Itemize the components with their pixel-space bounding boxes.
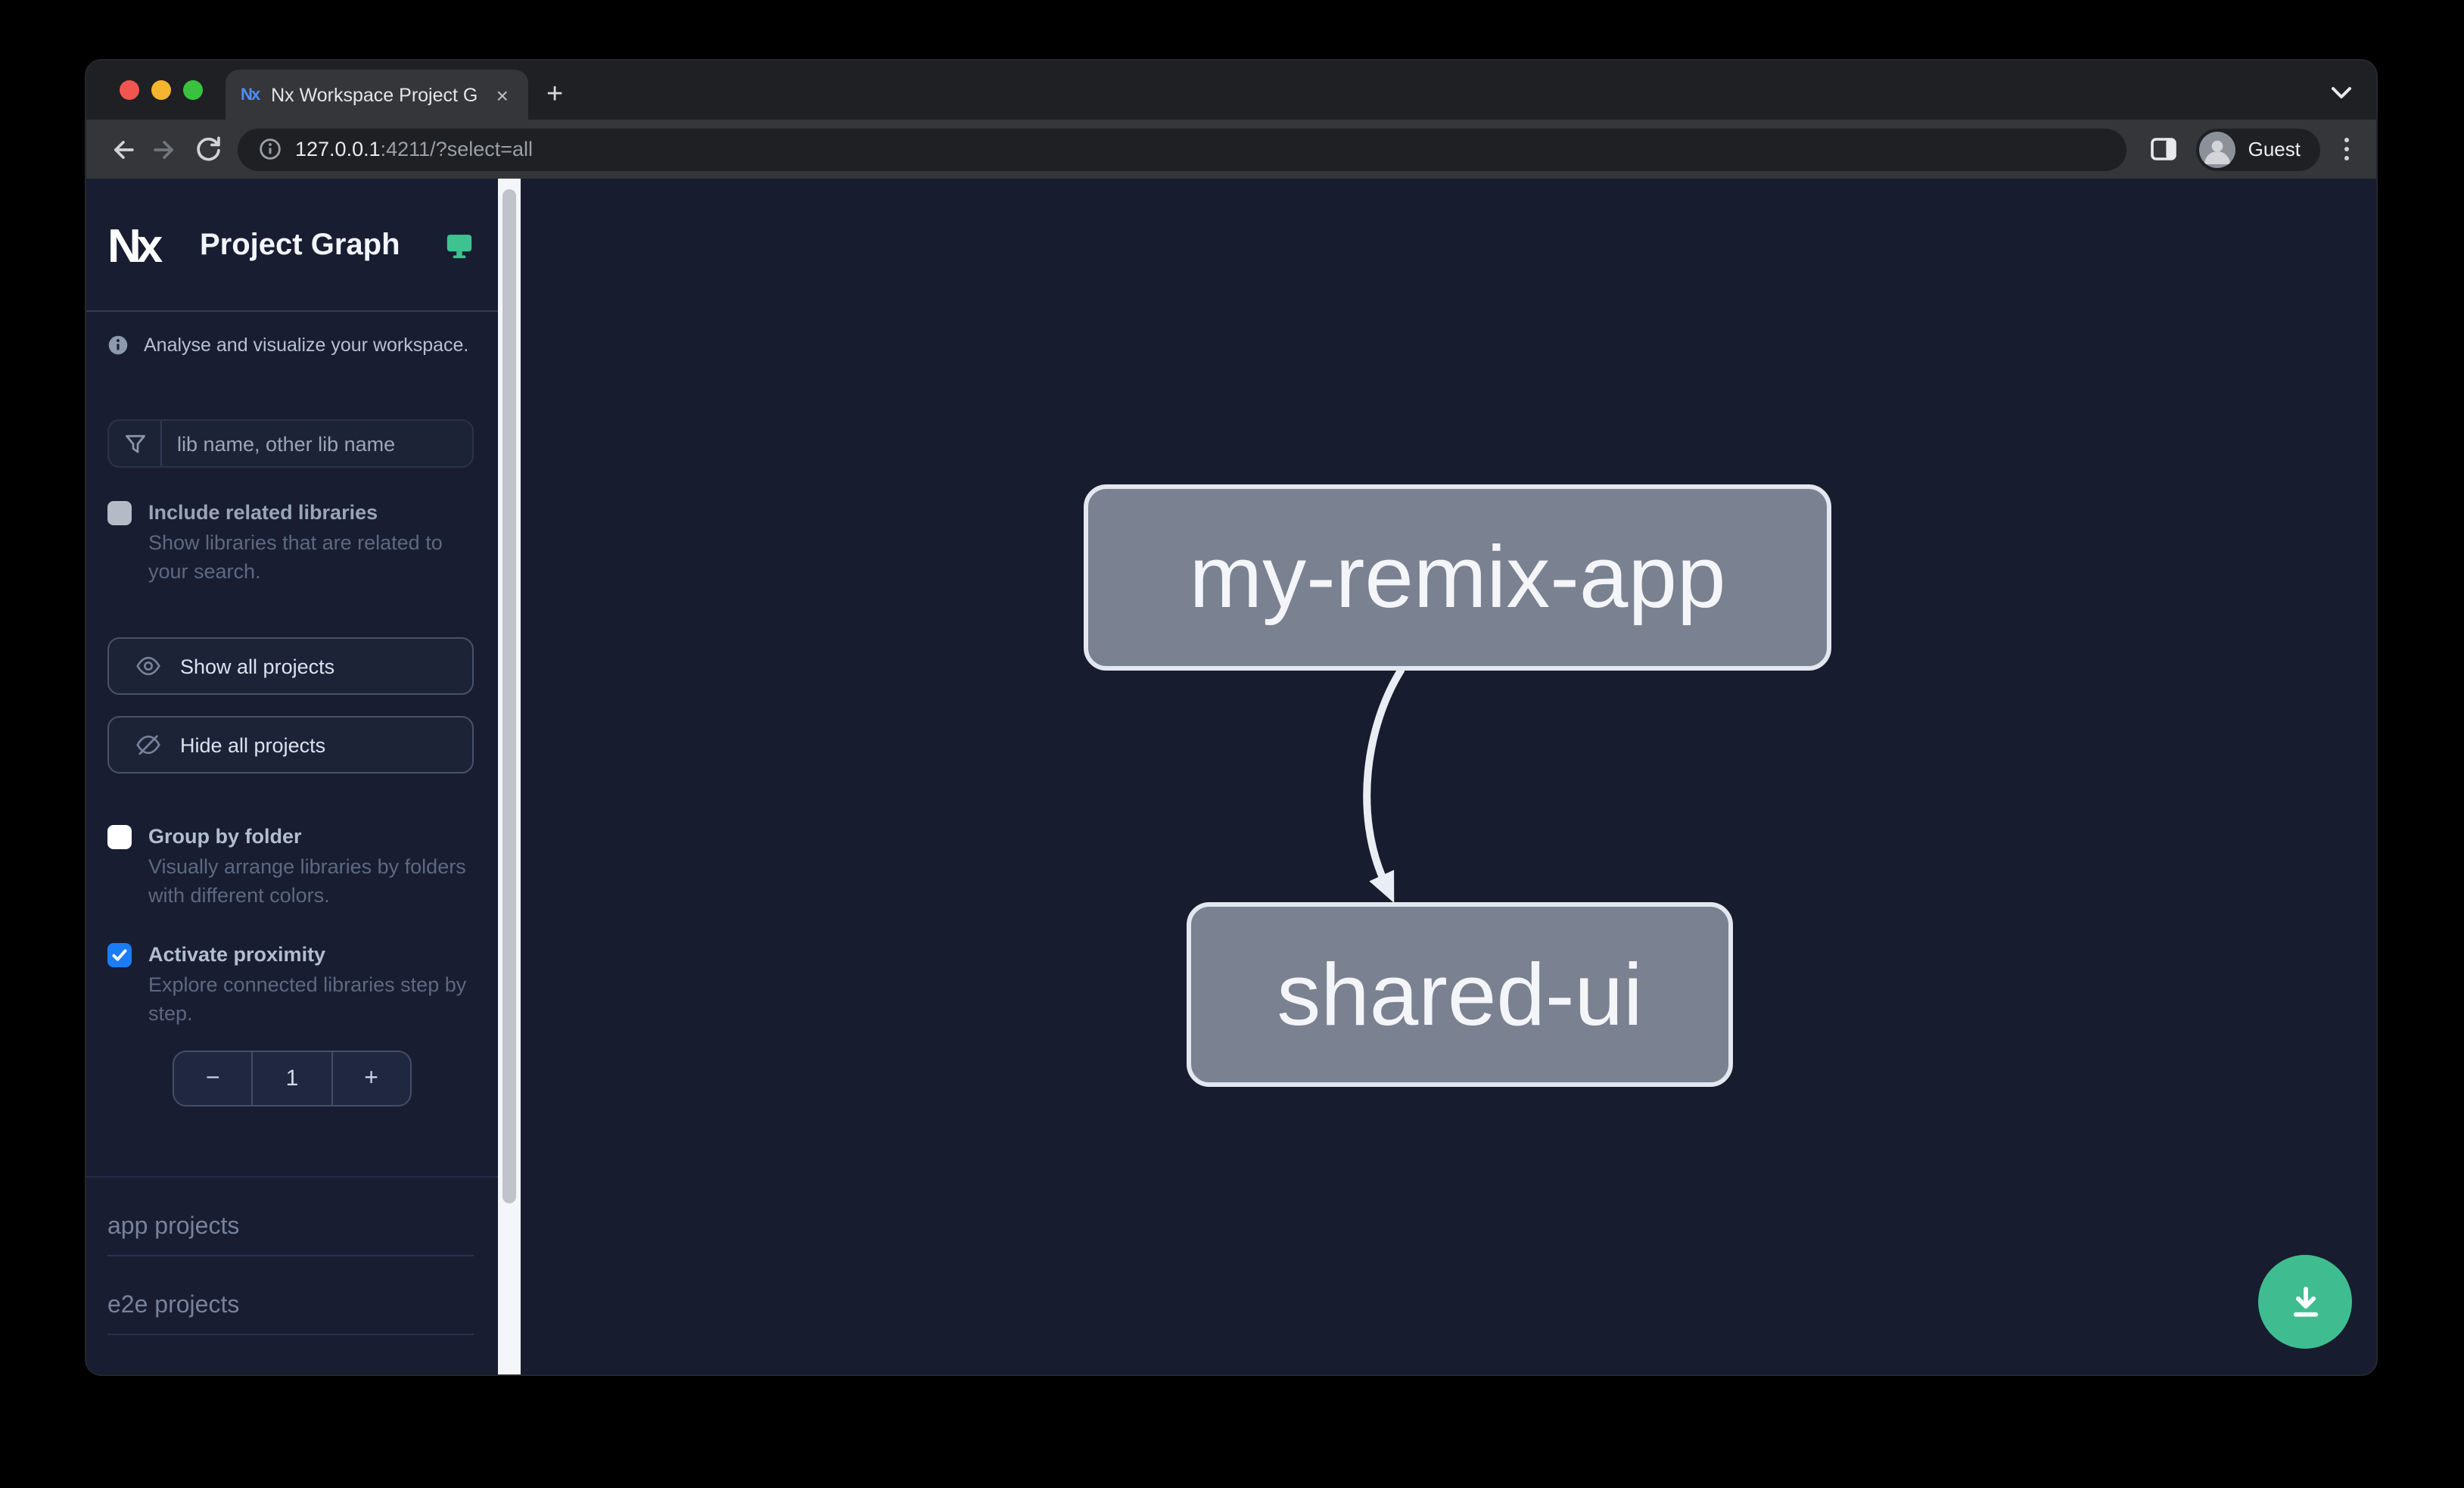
filter-funnel-icon [109,421,162,466]
page-content: Nx Project Graph Analyse and visualize y… [86,179,2376,1374]
sidebar-scrollbar-thumb[interactable] [502,189,516,1203]
eye-off-icon [136,735,160,755]
activate-proximity-label: Activate proximity [148,943,326,966]
forward-icon[interactable] [144,128,186,170]
activate-proximity-option: Activate proximity Explore connected lib… [107,942,474,1028]
page-title: Project Graph [200,229,400,262]
browser-window: Nx Nx Workspace Project Graph × + 127.0 [86,61,2376,1374]
graph-node-shared-ui[interactable]: shared-ui [1187,902,1733,1087]
group-by-folder-description: Visually arrange libraries by folders wi… [148,855,466,907]
avatar [2199,131,2236,167]
increment-button[interactable]: + [364,1065,378,1091]
tab-close-icon[interactable]: × [496,82,509,107]
side-panel-icon[interactable] [2142,128,2185,170]
library-filter [107,419,474,468]
site-info-icon[interactable] [259,138,282,160]
download-graph-button[interactable] [2258,1255,2352,1349]
tagline-text: Analyse and visualize your workspace. [144,335,469,356]
browser-toolbar: 127.0.0.1:4211/?select=all Guest [86,120,2376,179]
profile-button[interactable]: Guest [2196,128,2320,170]
minimize-window-button[interactable] [151,80,171,100]
sidebar-header: Nx Project Graph [86,179,498,312]
group-by-folder-checkbox[interactable] [107,825,132,849]
tab-strip: Nx Nx Workspace Project Graph × + [86,61,2376,120]
url-bar[interactable]: 127.0.0.1:4211/?select=all [238,128,2127,170]
workspace-tagline: Analyse and visualize your workspace. [107,335,474,356]
sidebar-divider [86,1176,498,1178]
reload-icon[interactable] [186,128,229,170]
profile-label: Guest [2248,138,2301,160]
sidebar: Nx Project Graph Analyse and visualize y… [86,179,498,1374]
new-tab-button[interactable]: + [546,79,564,111]
search-input[interactable] [162,421,472,466]
section-e2e-projects-label: e2e projects [107,1293,240,1318]
node-label: shared-ui [1277,945,1643,1044]
hide-all-projects-label: Hide all projects [180,733,326,756]
nx-favicon: Nx [241,86,260,104]
url-text: 127.0.0.1:4211/?select=all [295,138,533,160]
close-window-button[interactable] [120,80,139,100]
section-app-projects[interactable]: app projects [107,1178,474,1256]
tab-title: Nx Workspace Project Graph [271,84,478,105]
url-path: :4211/?select=all [380,138,534,160]
proximity-depth-value: 1 [251,1052,333,1105]
fullscreen-window-button[interactable] [183,80,203,100]
window-controls [120,80,203,100]
activate-proximity-checkbox[interactable] [107,943,132,967]
info-icon [108,335,128,355]
eye-icon [136,656,160,676]
download-icon [2293,1286,2317,1316]
group-by-folder-label: Group by folder [148,825,302,848]
proximity-depth-stepper: − 1 + [173,1051,412,1107]
sidebar-scrollbar [498,179,521,1374]
hide-all-projects-button[interactable]: Hide all projects [107,716,474,774]
include-related-checkbox[interactable] [107,501,132,525]
activate-proximity-description: Explore connected libraries step by step… [148,973,467,1025]
section-e2e-projects[interactable]: e2e projects [107,1256,474,1335]
include-related-description: Show libraries that are related to your … [148,531,443,583]
dependency-edge [1363,667,1405,904]
url-host: 127.0.0.1 [295,138,381,160]
group-by-folder-option: Group by folder Visually arrange librari… [107,823,474,910]
graph-node-my-remix-app[interactable]: my-remix-app [1084,484,1831,671]
decrement-button[interactable]: − [205,1065,220,1091]
include-related-option: Include related libraries Show libraries… [107,500,474,586]
tab-search-chevron-icon[interactable] [2331,80,2352,107]
section-app-projects-label: app projects [107,1214,240,1240]
node-label: my-remix-app [1189,528,1726,627]
show-all-projects-button[interactable]: Show all projects [107,637,474,695]
checkmark-icon [112,949,127,961]
browser-menu-icon[interactable] [2332,132,2361,167]
include-related-label: Include related libraries [148,501,378,524]
svg-text:Nx: Nx [107,221,163,271]
theme-monitor-icon[interactable] [445,232,474,260]
project-graph-canvas[interactable]: my-remix-app shared-ui [521,179,2376,1374]
show-all-projects-label: Show all projects [180,655,335,677]
nx-logo: Nx [107,221,168,271]
back-icon[interactable] [101,128,144,170]
browser-tab[interactable]: Nx Nx Workspace Project Graph × [226,70,528,120]
